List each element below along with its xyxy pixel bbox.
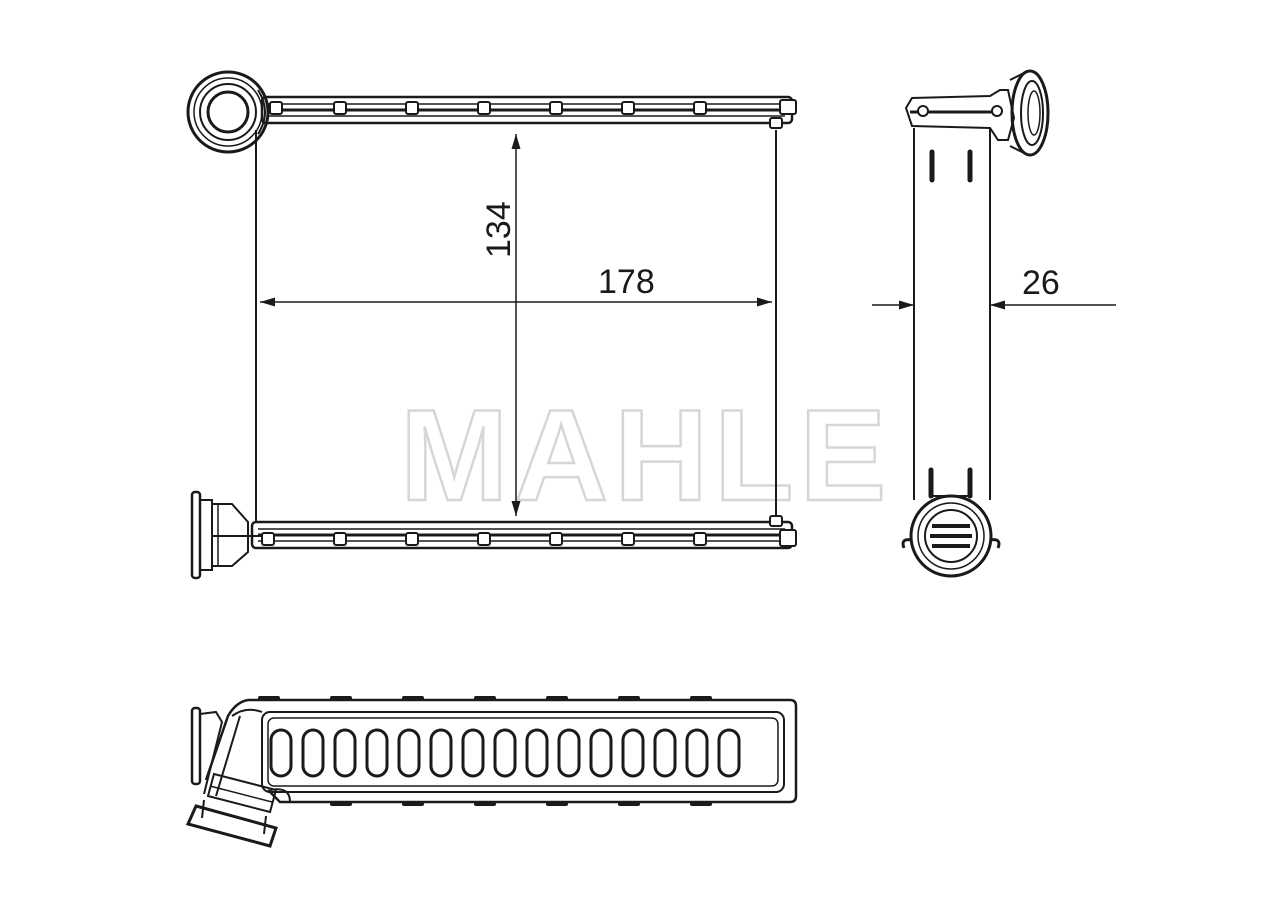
bottom-tank (250, 515, 797, 550)
dimension-depth: 26 (872, 264, 1116, 310)
dimension-width: 178 (260, 263, 772, 307)
dimension-width-label: 178 (598, 263, 655, 301)
side-top-connector (904, 69, 1050, 183)
bottom-outlet-pipe (185, 706, 291, 848)
top-inlet-connector (186, 70, 270, 154)
dimension-depth-label: 26 (1022, 264, 1060, 302)
side-view: 26 (872, 69, 1116, 578)
front-view: 134 178 (186, 70, 797, 580)
bottom-view (185, 696, 798, 848)
mahle-watermark: MAHLE (400, 382, 892, 528)
bottom-outlet-connector (190, 490, 262, 580)
top-tank (260, 95, 797, 129)
dimension-height-label: 134 (480, 201, 518, 258)
dimension-height: 134 (480, 134, 521, 516)
core-slots (269, 728, 741, 778)
side-bottom-connector (901, 467, 1001, 578)
